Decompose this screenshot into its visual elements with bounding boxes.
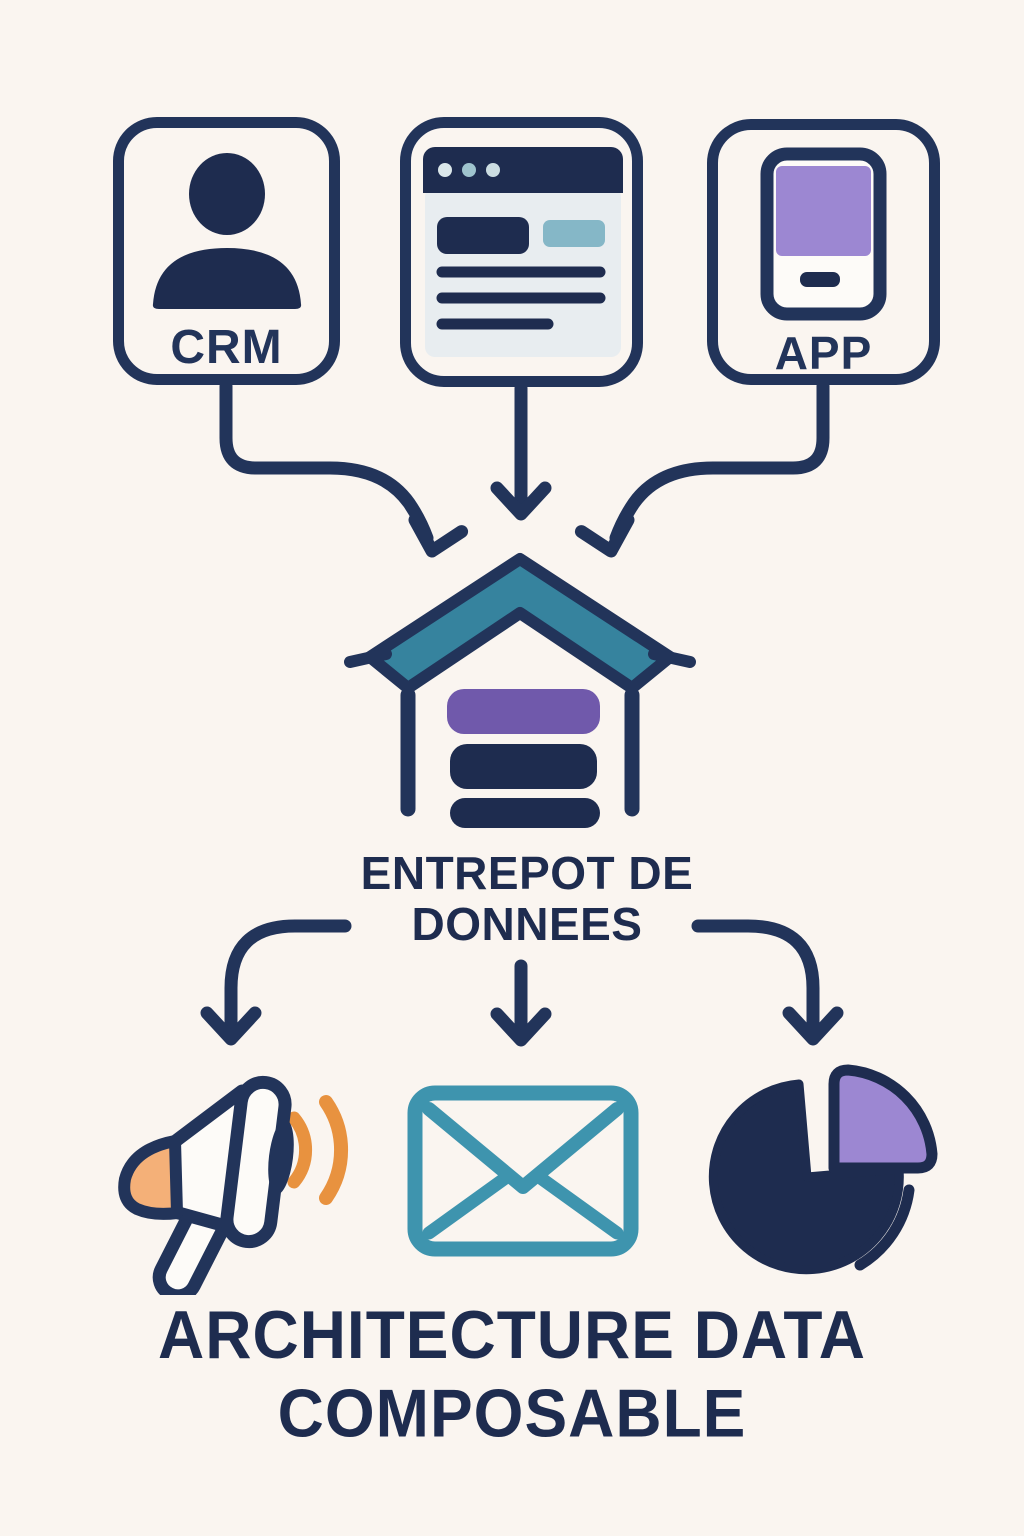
page-title-line2: COMPOSABLE — [277, 1375, 747, 1452]
smartphone-icon — [760, 147, 887, 321]
arrow-warehouse-to-marketing — [200, 919, 352, 1046]
warehouse-label-line2: DONNEES — [411, 898, 643, 950]
pie-main-sector — [708, 1079, 904, 1275]
source-box-crm: CRM — [113, 117, 340, 385]
warehouse-label-line1: ENTREPOT DE — [360, 847, 694, 899]
pie-chart-icon — [708, 1064, 938, 1275]
megaphone-cap — [118, 1135, 183, 1220]
browser-icon — [423, 147, 623, 357]
browser-dot — [486, 163, 500, 177]
pie-rim-arc — [854, 1184, 915, 1271]
envelope-icon — [407, 1085, 639, 1257]
warehouse-row-navy — [450, 744, 597, 789]
page-title: ARCHITECTURE DATA COMPOSABLE — [0, 1296, 1024, 1453]
browser-dot — [462, 163, 476, 177]
arrow-app-to-warehouse — [574, 379, 830, 558]
arrow-crm-to-warehouse — [219, 379, 469, 558]
arrow-warehouse-to-analytics — [691, 919, 844, 1046]
megaphone-bulge — [268, 1119, 294, 1195]
app-label: APP — [774, 327, 873, 379]
arrow-web-to-warehouse — [490, 381, 552, 521]
source-box-website — [400, 117, 643, 387]
browser-dot — [438, 163, 452, 177]
crm-label: CRM — [170, 321, 283, 374]
page-title-line1: ARCHITECTURE DATA — [158, 1296, 866, 1373]
user-icon — [152, 153, 302, 309]
megaphone-icon — [118, 1075, 349, 1295]
pie-slice-purple — [828, 1064, 938, 1174]
warehouse-label: ENTREPOT DE DONNEES — [312, 848, 742, 950]
warehouse-row-purple — [447, 689, 600, 734]
arrow-warehouse-to-email — [490, 959, 552, 1047]
warehouse-row-navy — [450, 798, 600, 828]
source-box-app: APP — [707, 119, 940, 385]
warehouse-icon — [344, 553, 696, 828]
sound-waves — [287, 1095, 349, 1205]
